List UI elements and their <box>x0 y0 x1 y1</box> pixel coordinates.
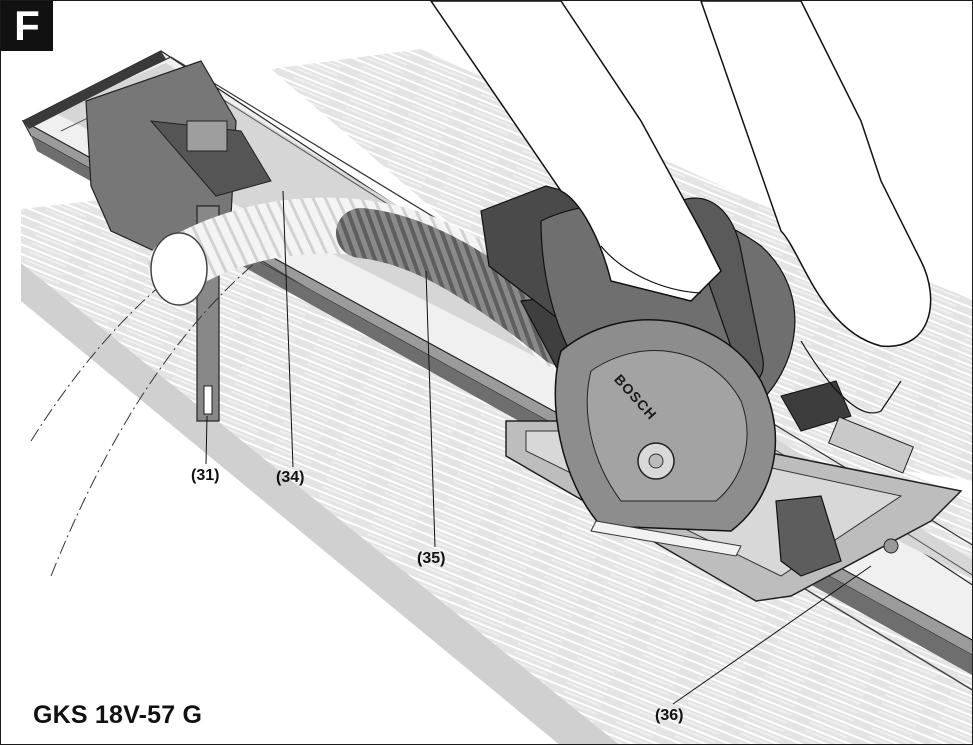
leader-36 <box>672 565 872 705</box>
front-board <box>21 186 972 744</box>
leader-34 <box>282 190 294 468</box>
callout-34: (34) <box>276 469 305 486</box>
callout-36: (36) <box>655 707 684 724</box>
figure-letter: F <box>1 1 53 51</box>
leader-31 <box>205 415 208 465</box>
model-title: GKS 18V-57 G <box>33 701 203 729</box>
leader-35 <box>425 270 436 548</box>
extraction-hose <box>148 197 617 377</box>
operator-hands <box>430 1 932 414</box>
front-board-edge <box>21 263 619 744</box>
callout-35: (35) <box>417 550 446 567</box>
callout-31: (31) <box>191 467 220 484</box>
